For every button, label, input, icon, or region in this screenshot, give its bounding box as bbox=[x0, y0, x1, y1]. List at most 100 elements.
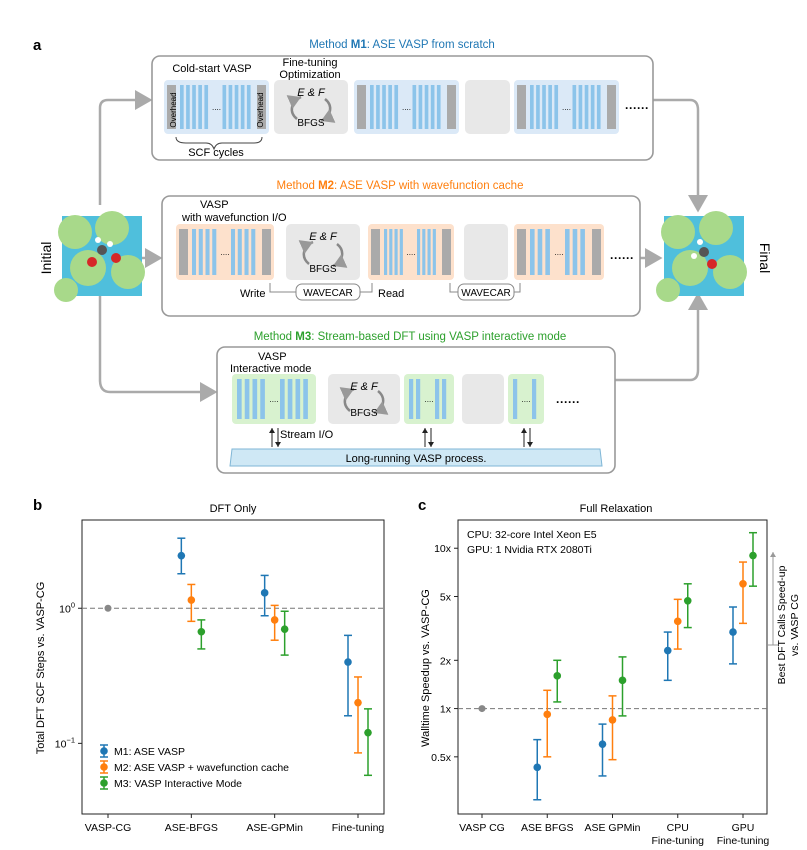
m2-dots: ······ bbox=[610, 251, 634, 265]
y-tick-label: 5x bbox=[440, 591, 452, 603]
initial-label: Initial bbox=[38, 242, 54, 275]
final-structure-image bbox=[656, 211, 747, 302]
m1-bfgs-block: E & F BFGS bbox=[274, 80, 348, 134]
y-tick-label: 2x bbox=[440, 655, 452, 667]
stream-arrows bbox=[269, 428, 533, 447]
data-point bbox=[187, 596, 196, 604]
x-tick-label: VASP-CG bbox=[85, 822, 131, 834]
wavecar-label-2: WAVECAR bbox=[461, 288, 510, 299]
m3-grey-block bbox=[462, 374, 504, 424]
m3-scf-block-3: .... bbox=[508, 374, 544, 424]
overhead-label-left: Overhead bbox=[169, 92, 178, 127]
panel-b-label: b bbox=[33, 497, 42, 514]
data-point bbox=[543, 710, 552, 719]
y-tick-label: 1x bbox=[440, 704, 452, 716]
m2-scf-block-3: .... bbox=[514, 224, 604, 280]
data-point bbox=[673, 617, 682, 626]
data-point bbox=[280, 625, 289, 633]
m3-title: Method M3: Stream-based DFT using VASP i… bbox=[254, 331, 567, 343]
data-point bbox=[729, 628, 737, 636]
data-point bbox=[683, 597, 692, 605]
m2-grey-block bbox=[464, 224, 508, 280]
legend-label: M3: VASP Interactive Mode bbox=[114, 778, 242, 790]
data-point bbox=[749, 551, 757, 560]
ellipsis: .... bbox=[270, 395, 279, 404]
read-label: Read bbox=[378, 288, 404, 300]
m2-bfgs-block: E & F BFGS bbox=[286, 224, 360, 280]
x-tick-label: GPU bbox=[732, 822, 755, 834]
y-tick-label: 100 bbox=[59, 600, 75, 615]
data-point bbox=[598, 740, 607, 748]
chart-b-frame bbox=[81, 519, 385, 815]
ellipsis: .... bbox=[425, 395, 434, 404]
panel-a: a Initial Final Method bbox=[33, 37, 773, 474]
data-point bbox=[739, 580, 747, 588]
m1-scf-block-3: .... bbox=[514, 80, 619, 134]
scf-cycles-label: SCF cycles bbox=[188, 147, 244, 159]
chart-b-legend: M1: ASE VASP M2: ASE VASP + wavefunction … bbox=[100, 744, 289, 790]
flow-arrow-m3-out bbox=[615, 292, 708, 382]
ellipsis: .... bbox=[555, 248, 564, 257]
m3-scf-blocks: .... E & F BFGS........ bbox=[232, 374, 544, 424]
data-point bbox=[197, 627, 206, 636]
bfgs-label: BFGS bbox=[350, 408, 378, 419]
ef-label: E & F bbox=[309, 231, 338, 243]
legend-label: M1: ASE VASP bbox=[114, 746, 185, 758]
chart-c-title: Full Relaxation bbox=[580, 503, 653, 515]
m1-cold-start-block: .... bbox=[164, 80, 269, 134]
cold-start-label: Cold-start VASP bbox=[172, 63, 251, 75]
data-point bbox=[364, 728, 372, 737]
long-running-label: Long-running VASP process. bbox=[346, 453, 487, 465]
panel-c-label: c bbox=[418, 497, 426, 514]
legend-marker bbox=[100, 779, 108, 787]
ellipsis: .... bbox=[562, 103, 571, 112]
scf-brace bbox=[175, 136, 263, 151]
data-point bbox=[270, 616, 279, 624]
data-point bbox=[354, 698, 362, 707]
legend-label: M2: ASE VASP + wavefunction cache bbox=[114, 762, 289, 774]
chart-c-annotation-gpu: GPU: 1 Nvidia RTX 2080Ti bbox=[467, 544, 592, 556]
ef-label: E & F bbox=[297, 87, 326, 99]
ellipsis: .... bbox=[402, 103, 411, 112]
x-tick-label: ASE GPMin bbox=[584, 822, 640, 834]
ellipsis: .... bbox=[407, 248, 416, 257]
m3-scf-block-1: .... bbox=[232, 374, 316, 424]
m3-bfgs-block: E & F BFGS bbox=[328, 374, 400, 424]
fine-tuning-label-2: Optimization bbox=[279, 69, 340, 81]
y-tick-label: 10−1 bbox=[55, 735, 75, 750]
chart-c-side-label-2: vs. VASP CG bbox=[789, 594, 801, 656]
data-point bbox=[533, 763, 542, 772]
chart-c-annotation-cpu: CPU: 32-core Intel Xeon E5 bbox=[467, 529, 597, 541]
data-point bbox=[553, 672, 562, 680]
m2-scf-block-1: .... bbox=[176, 224, 274, 280]
long-running-bar bbox=[229, 448, 603, 467]
data-point bbox=[260, 589, 269, 597]
x-tick-label: Fine-tuning bbox=[651, 835, 704, 847]
flow-arrow-m1 bbox=[98, 90, 153, 205]
x-tick-label: Fine-tuning bbox=[717, 835, 770, 847]
chart-c-frame bbox=[457, 519, 768, 815]
m3-vasp-label: VASP bbox=[258, 351, 287, 363]
m1-grey-block bbox=[465, 80, 510, 134]
reference-point bbox=[104, 604, 112, 612]
data-point bbox=[344, 658, 352, 666]
flow-arrow-m1-out bbox=[653, 98, 708, 213]
chart-c-ylabel: Walltime Speedup vs. VASP-CG bbox=[420, 589, 432, 747]
panel-a-label: a bbox=[33, 37, 42, 54]
ellipsis: .... bbox=[522, 395, 531, 404]
chart-b-ylabel: Total DFT SCF Steps vs. VASP-CG bbox=[35, 582, 47, 755]
wavecar-box-1 bbox=[295, 283, 361, 301]
panel-c: c Full Relaxation Walltime Speedup vs. V… bbox=[418, 497, 801, 847]
ef-label: E & F bbox=[350, 381, 379, 393]
ellipsis: .... bbox=[212, 103, 221, 112]
m1-scf-block-2: .... bbox=[354, 80, 459, 134]
bfgs-label: BFGS bbox=[297, 118, 325, 129]
m3-dots: ······ bbox=[556, 395, 580, 409]
bfgs-label: BFGS bbox=[309, 264, 337, 275]
m2-vasp-label: VASP bbox=[200, 199, 229, 211]
m2-scf-block-2: .... bbox=[368, 224, 454, 280]
x-tick-label: VASP CG bbox=[459, 822, 505, 834]
write-label: Write bbox=[240, 288, 265, 300]
x-tick-label: Fine-tuning bbox=[332, 822, 385, 834]
